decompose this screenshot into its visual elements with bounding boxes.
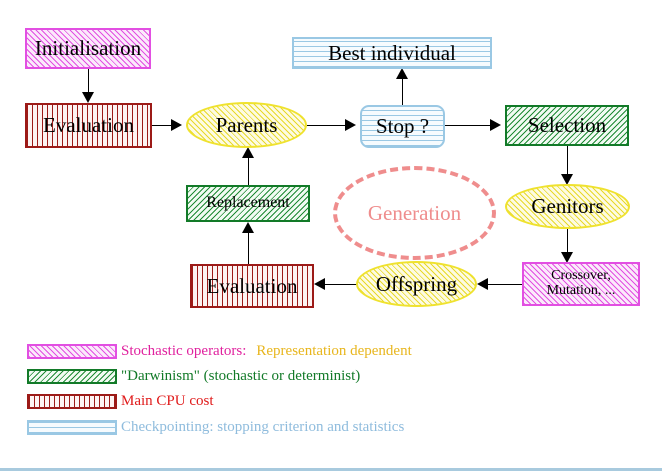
node-replacement-label: Replacement xyxy=(206,194,290,212)
legend-row-main-cpu-cost: Main CPU cost xyxy=(0,390,662,414)
legend-label-checkpointing: Checkpointing: stopping criterion and st… xyxy=(121,416,404,438)
legend-swatch-blue-hatch xyxy=(27,420,117,435)
arrowhead-down-evaluation-top xyxy=(82,92,94,103)
arrowhead-up-best-individual xyxy=(396,68,408,79)
edge-evaluation-to-replacement xyxy=(248,230,249,265)
node-generation-loop: Generation xyxy=(333,166,496,260)
legend-swatch-green-hatch xyxy=(27,369,117,384)
node-best-individual[interactable]: Best individual xyxy=(292,37,492,69)
edge-crossover-to-offspring xyxy=(486,284,522,285)
legend-text-primary-0: Stochastic operators: xyxy=(121,343,247,359)
edge-evaluation-to-parents xyxy=(152,125,180,126)
legend-text-secondary-0: Representation dependent xyxy=(256,343,412,359)
node-selection-label: Selection xyxy=(527,113,607,138)
node-stop-label: Stop ? xyxy=(375,114,430,139)
legend-row-checkpointing: Checkpointing: stopping criterion and st… xyxy=(0,416,662,440)
arrowhead-left-offspring xyxy=(477,278,488,290)
edge-offspring-to-evaluation xyxy=(325,284,358,285)
legend-label-main-cpu-cost: Main CPU cost xyxy=(121,390,214,412)
edge-stop-to-selection xyxy=(445,125,498,126)
arrowhead-down-genitors xyxy=(561,174,573,185)
node-evaluation-top-label: Evaluation xyxy=(43,113,134,138)
node-selection[interactable]: Selection xyxy=(505,105,629,146)
legend-swatch-magenta-hatch xyxy=(27,344,117,359)
node-best-individual-label: Best individual xyxy=(328,40,456,65)
node-stop[interactable]: Stop ? xyxy=(360,105,445,148)
arrowhead-up-parents xyxy=(242,147,254,158)
node-genitors-label: Genitors xyxy=(531,194,604,219)
frame-bottom-border xyxy=(0,468,662,471)
node-initialisation-label: Initialisation xyxy=(34,36,142,61)
legend-swatch-red-hatch xyxy=(27,394,117,409)
node-offspring[interactable]: Offspring xyxy=(356,261,477,307)
arrowhead-down-crossover xyxy=(561,252,573,263)
node-crossover-mutation[interactable]: Crossover, Mutation, ... xyxy=(522,262,640,306)
legend-text-primary-1: "Darwinism" (stochastic or determinist) xyxy=(121,368,361,384)
edge-initialisation-to-evaluation xyxy=(88,68,89,94)
arrowhead-right-selection xyxy=(490,119,501,131)
node-evaluation-top[interactable]: Evaluation xyxy=(25,103,152,148)
legend-row-stochastic-operators: Stochastic operators: Representation depe… xyxy=(0,340,662,364)
node-generation-label: Generation xyxy=(367,200,462,225)
node-parents-label: Parents xyxy=(215,112,278,137)
arrowhead-up-replacement xyxy=(242,222,254,233)
arrowhead-right-parents xyxy=(171,119,182,131)
edge-genitors-to-crossover xyxy=(567,228,568,258)
node-replacement[interactable]: Replacement xyxy=(186,185,310,222)
node-parents[interactable]: Parents xyxy=(186,102,307,148)
node-initialisation[interactable]: Initialisation xyxy=(25,28,151,69)
legend-label-stochastic-operators: Stochastic operators: Representation depe… xyxy=(121,340,412,362)
arrowhead-right-stop xyxy=(345,119,356,131)
node-genitors[interactable]: Genitors xyxy=(505,184,630,229)
edge-parents-to-stop xyxy=(307,125,353,126)
node-offspring-label: Offspring xyxy=(375,271,458,296)
node-crossover-mutation-label: Crossover, Mutation, ... xyxy=(546,268,616,298)
edge-stop-to-best-individual xyxy=(402,76,403,105)
legend-text-primary-2: Main CPU cost xyxy=(121,393,214,409)
legend-label-darwinism: "Darwinism" (stochastic or determinist) xyxy=(121,365,360,387)
edge-replacement-to-parents xyxy=(248,155,249,185)
legend-row-darwinism: "Darwinism" (stochastic or determinist) xyxy=(0,365,662,389)
node-evaluation-bottom[interactable]: Evaluation xyxy=(190,264,314,308)
legend-text-primary-3: Checkpointing: stopping criterion and st… xyxy=(121,419,405,435)
edge-selection-to-genitors xyxy=(567,145,568,179)
arrowhead-left-evaluation-bottom xyxy=(314,278,325,290)
node-evaluation-bottom-label: Evaluation xyxy=(206,273,298,298)
